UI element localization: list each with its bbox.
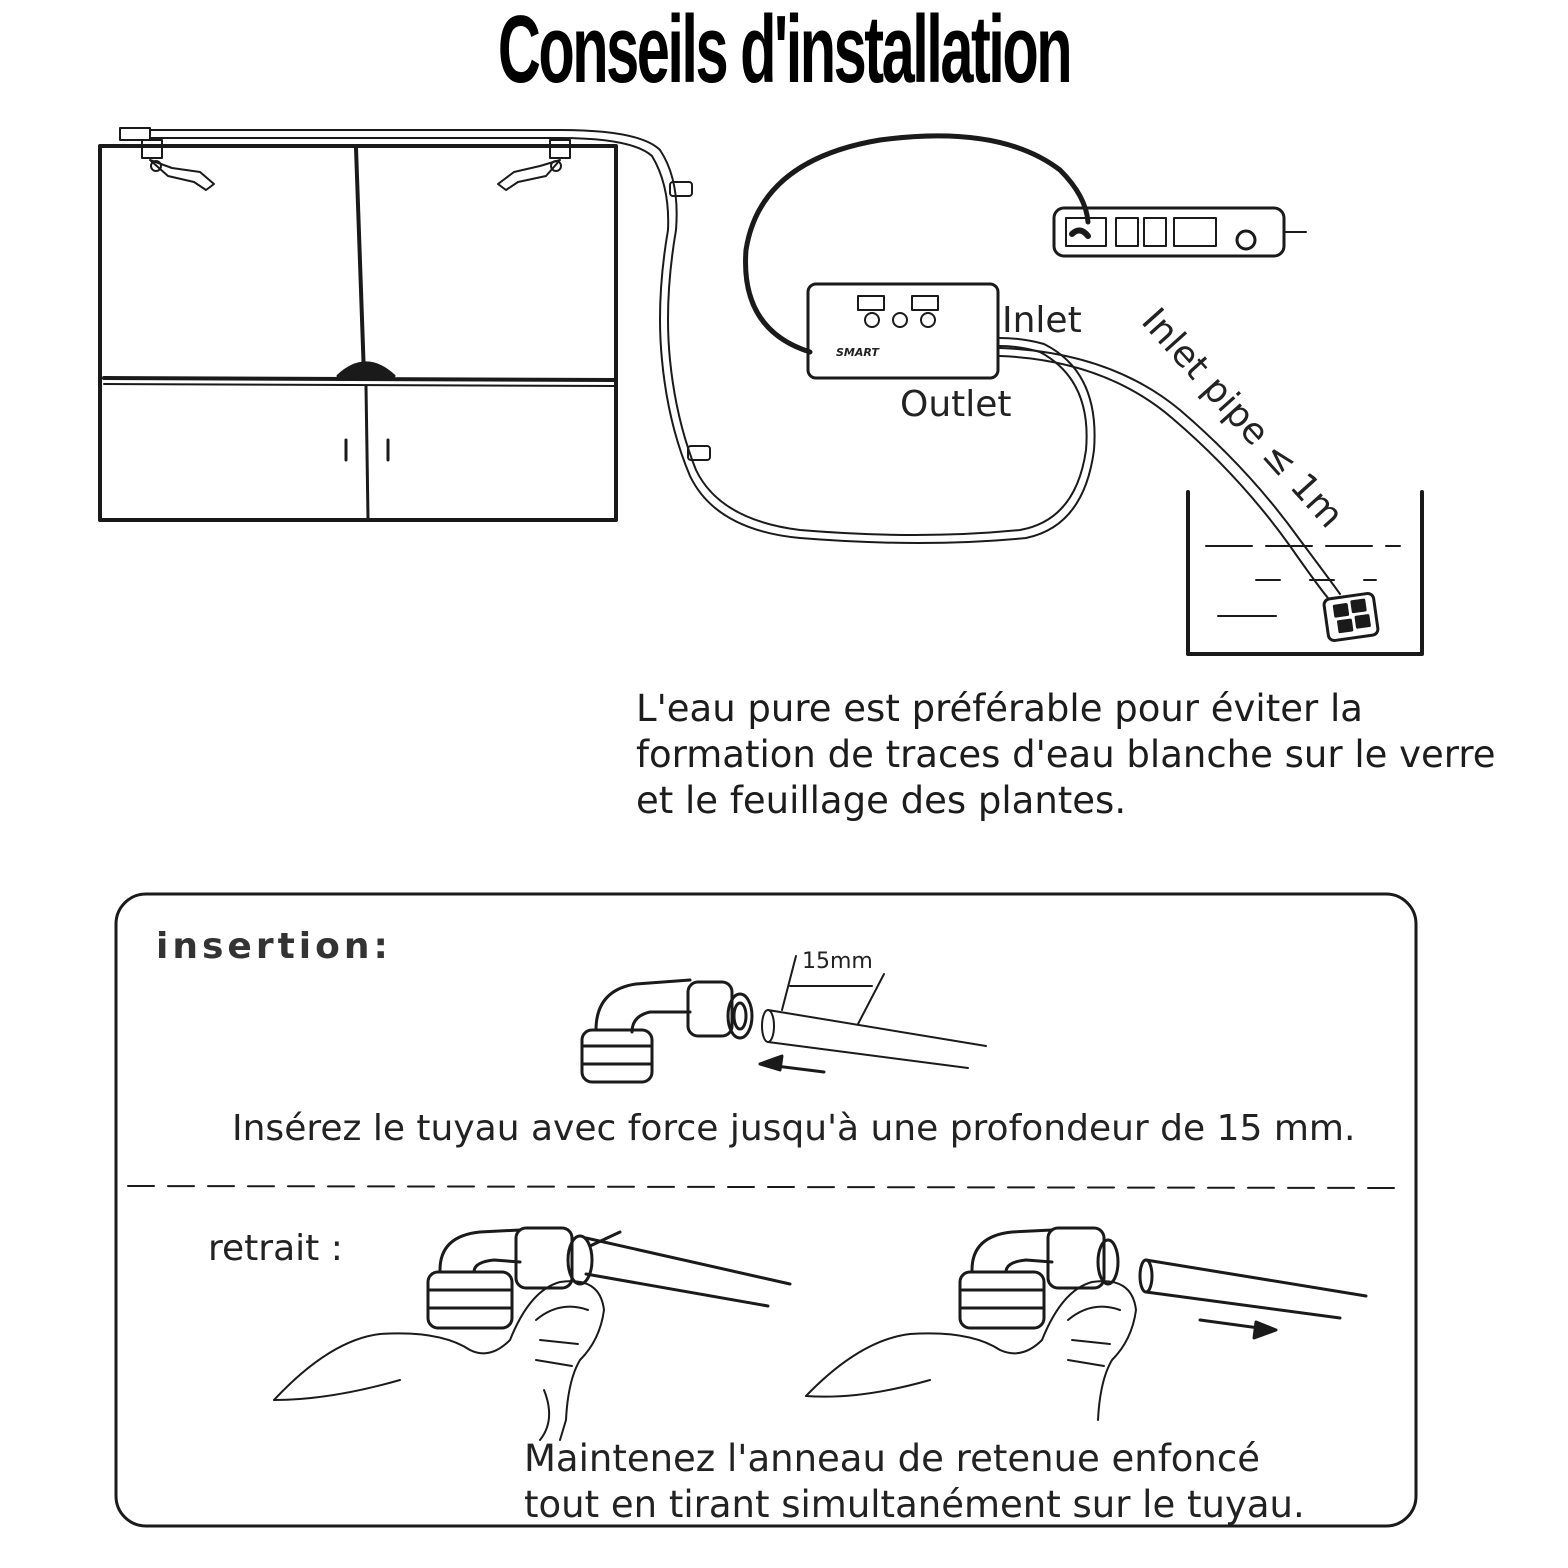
instruction-panel — [114, 892, 1418, 1528]
smart-controller — [806, 282, 1000, 380]
outlet-tube — [659, 181, 1096, 544]
inlet-label: Inlet — [1002, 300, 1082, 341]
panel-divider — [127, 1185, 1407, 1189]
retrait-instruction: Maintenez l'anneau de retenue enfoncé to… — [524, 1436, 1305, 1528]
tube-insertion — [761, 955, 987, 1069]
elbow-fitting-hold — [426, 1226, 792, 1330]
insertion-instruction: Insérez le tuyau avec force jusqu'à une … — [232, 1108, 1356, 1149]
hold-note-line1: Maintenez l'anneau de retenue enfoncé — [524, 1437, 1260, 1480]
power-cable — [743, 133, 1091, 355]
arrow-right-icon — [1198, 1318, 1278, 1340]
water-note-line1: L'eau pure est préférable pour éviter la — [636, 687, 1363, 730]
dimension-label: 15mm — [802, 949, 873, 974]
inlet-pipe-label: Inlet pipe ≤ 1m — [1133, 301, 1351, 537]
insertion-heading: insertion: — [156, 926, 392, 967]
device-brand-label: SMART — [836, 346, 880, 359]
mist-pipe-top — [119, 127, 678, 231]
water-quality-note: L'eau pure est préférable pour éviter la… — [636, 686, 1556, 824]
terrarium-cabinet — [98, 144, 618, 522]
hold-note-line2: tout en tirant simultanément sur le tuya… — [524, 1483, 1305, 1526]
page-title: Conseils d'installation — [497, 0, 1073, 103]
hand-right — [805, 1280, 1137, 1421]
misting-nozzle-left — [141, 139, 215, 191]
retrait-heading: retrait : — [208, 1228, 343, 1269]
misting-nozzle-right — [497, 139, 571, 191]
outlet-label: Outlet — [900, 384, 1012, 425]
elbow-fitting-release — [958, 1226, 1368, 1330]
hand-left — [273, 1280, 605, 1441]
water-note-line2: formation de traces d'eau blanche sur le… — [636, 733, 1496, 776]
power-strip — [1052, 206, 1307, 258]
arrow-left-icon — [758, 1054, 826, 1074]
elbow-fitting-insertion — [580, 978, 754, 1084]
water-container — [1186, 490, 1424, 656]
inlet-pipe — [999, 347, 1341, 599]
water-note-line3: et le feuillage des plantes. — [636, 779, 1127, 822]
inlet-filter — [1322, 592, 1380, 642]
